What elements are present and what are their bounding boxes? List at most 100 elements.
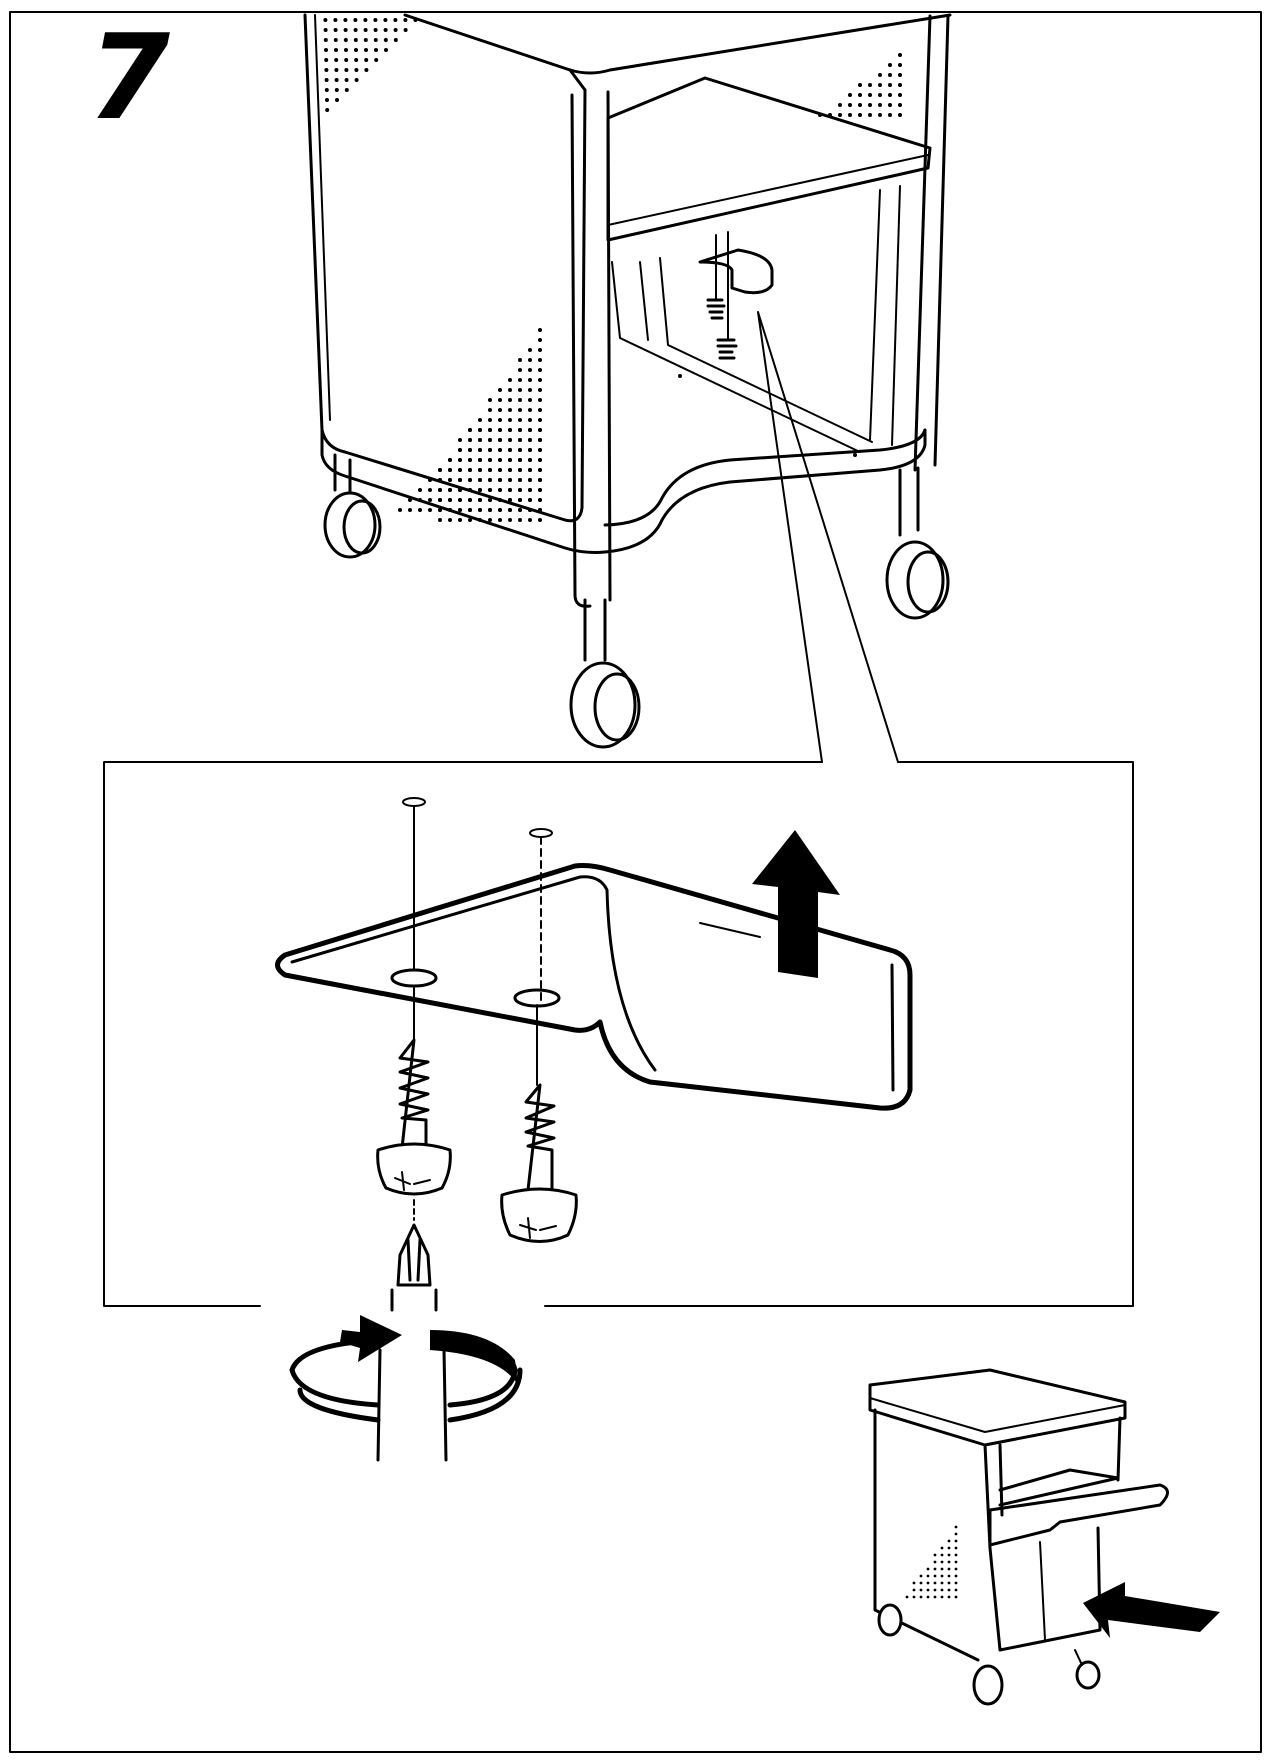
perforation-dot [458, 438, 462, 442]
perforation-dot [528, 478, 532, 482]
perforation-dot [458, 518, 462, 522]
perforation-dot [538, 358, 542, 362]
perforation-dot [538, 438, 542, 442]
perforation-dot [868, 103, 872, 107]
perforation-dot [954, 1567, 958, 1571]
perforation-dot [528, 398, 532, 402]
perforation-dot [498, 518, 502, 522]
perforation-dot [518, 368, 522, 372]
perforation-dot [518, 488, 522, 492]
perforation-dot [498, 468, 502, 472]
perforation-dot [478, 468, 482, 472]
perforation-dot [393, 18, 398, 22]
detail-callout-box [103, 761, 1134, 1307]
perforation-dot [940, 1595, 944, 1599]
perforation-dot [344, 68, 349, 72]
perforation-dot [528, 498, 532, 502]
perforation-dot [940, 1574, 944, 1578]
perforation-dot [468, 438, 472, 442]
perforation-dot [428, 498, 432, 502]
perforation-dot [458, 488, 462, 492]
perforation-dot [488, 508, 492, 512]
perforation-dot [538, 518, 542, 522]
perforation-dot [498, 458, 502, 462]
perforation-dot [954, 1581, 958, 1585]
perforation-dot [334, 68, 339, 72]
perforation-dot [468, 488, 472, 492]
perforation-dot [488, 488, 492, 492]
perforation-dot [818, 113, 822, 117]
perforation-dot [848, 93, 852, 97]
perforation-dot [954, 1539, 958, 1543]
perforation-dot [498, 478, 502, 482]
perforation-dot [954, 1553, 958, 1557]
perforation-dot [528, 348, 532, 352]
perforation-dot [538, 418, 542, 422]
perforation-dot [374, 48, 378, 52]
perforation-dot [323, 28, 328, 32]
page-frame [9, 11, 1262, 1753]
perforation-dot [508, 478, 512, 482]
perforation-dot [408, 508, 412, 512]
perforation-dot [926, 1581, 930, 1585]
perforation-dot [488, 468, 492, 472]
screw-icon-left [376, 1038, 452, 1221]
perforation-dot [888, 63, 892, 67]
perforation-dot [518, 498, 522, 502]
perforation-dot [498, 398, 502, 402]
perforation-dot [898, 83, 902, 87]
perforation-dot [364, 48, 368, 52]
perforation-dot [448, 518, 452, 522]
perforation-dot [518, 468, 522, 472]
perforation-dot [508, 438, 512, 442]
perforation-dot [888, 93, 892, 97]
perforation-dot [438, 508, 442, 512]
perforation-dot [868, 83, 872, 87]
perforation-dot [324, 58, 329, 62]
perforation-dot [912, 1581, 916, 1585]
perforation-dot [488, 398, 492, 402]
perforation-dot [947, 1546, 951, 1550]
perforation-dot [933, 1595, 937, 1599]
perforation-dot [538, 338, 542, 342]
perforation-dot [888, 103, 892, 107]
perforation-dot [374, 58, 379, 62]
perforation-dot [528, 418, 532, 422]
perforation-dot [518, 378, 522, 382]
perforation-dot [403, 18, 408, 22]
perforation-dot [468, 468, 472, 472]
perforation-dot [933, 1581, 937, 1585]
perforation-dot [373, 18, 378, 22]
perforation-dot [324, 68, 329, 72]
perforation-dot [344, 88, 349, 92]
perforation-dot [383, 38, 388, 42]
cabinet-drawer-icon [868, 1368, 1169, 1706]
perforation-dot [325, 108, 330, 112]
lift-up-arrow-icon [752, 830, 840, 978]
perforation-dot [528, 358, 532, 362]
perforation-dot [926, 1567, 930, 1571]
perforation-dot [325, 98, 329, 102]
perforation-dot [528, 448, 532, 452]
perforation-dot [518, 508, 522, 512]
perforation-dot [458, 458, 462, 462]
perforation-dot [538, 378, 542, 382]
perforation-dot [508, 508, 512, 512]
perforation-dot [538, 468, 542, 472]
perforation-dot [518, 388, 522, 392]
perforation-dot [518, 478, 522, 482]
perforation-dot [898, 73, 902, 77]
perforation-dot [478, 498, 482, 502]
perforation-dot [408, 498, 412, 502]
perforation-dot [947, 1595, 951, 1599]
perforation-dot [418, 488, 422, 492]
perforation-dot [354, 48, 358, 52]
perforation-dot [858, 103, 862, 107]
perforation-dot [878, 103, 882, 107]
perforation-dot [333, 28, 338, 32]
bracket-icon [275, 863, 913, 1111]
perforation-dot [508, 398, 512, 402]
perforation-dot [438, 478, 442, 482]
perforation-dot [940, 1567, 944, 1571]
perforation-dot [413, 18, 418, 22]
